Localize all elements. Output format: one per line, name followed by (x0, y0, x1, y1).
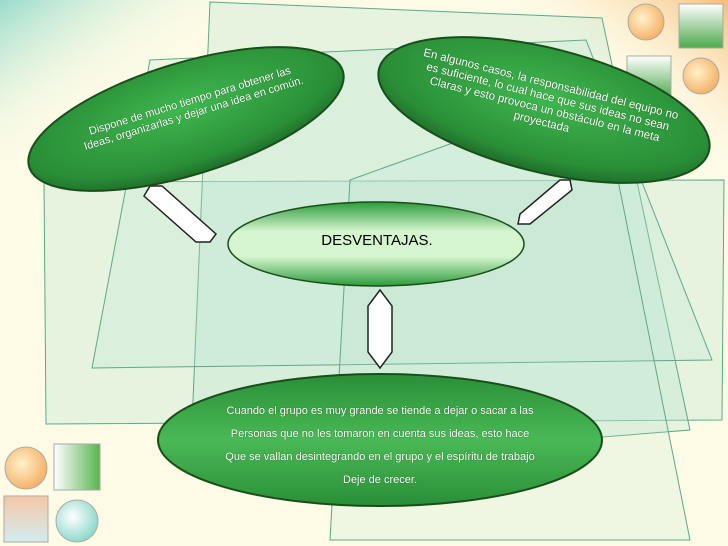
center-label: DESVENTAJAS. (321, 232, 433, 249)
deco-square-green-bl (53, 443, 101, 491)
ellipse-center (227, 201, 525, 287)
bottom-line-4: Deje de crecer. (343, 474, 417, 486)
ellipse-top-left (27, 46, 345, 192)
deco-circle-orange-tr (627, 3, 665, 41)
connector-top-left (143, 185, 218, 243)
deco-square-orange-bl (3, 495, 49, 543)
deco-circle-orange-bl (4, 446, 48, 490)
connector-bottom (367, 288, 393, 370)
deco-square-green-tr (678, 3, 724, 49)
bottom-line-1: Cuando el grupo es muy grande se tiende … (226, 405, 534, 417)
bottom-line-2: Personas que no les tomaron en cuenta su… (230, 428, 530, 440)
bottom-line-3: Que se vallan desintegrando en el grupo … (225, 451, 535, 463)
deco-circle-teal-bl (55, 499, 99, 543)
ellipse-top-right (377, 36, 711, 184)
deco-circle-orange-tr2 (682, 57, 720, 95)
connector-top-right (517, 179, 573, 225)
ellipse-bottom (157, 373, 603, 507)
bottom-text: Cuando el grupo es muy grande se tiende … (196, 400, 564, 492)
